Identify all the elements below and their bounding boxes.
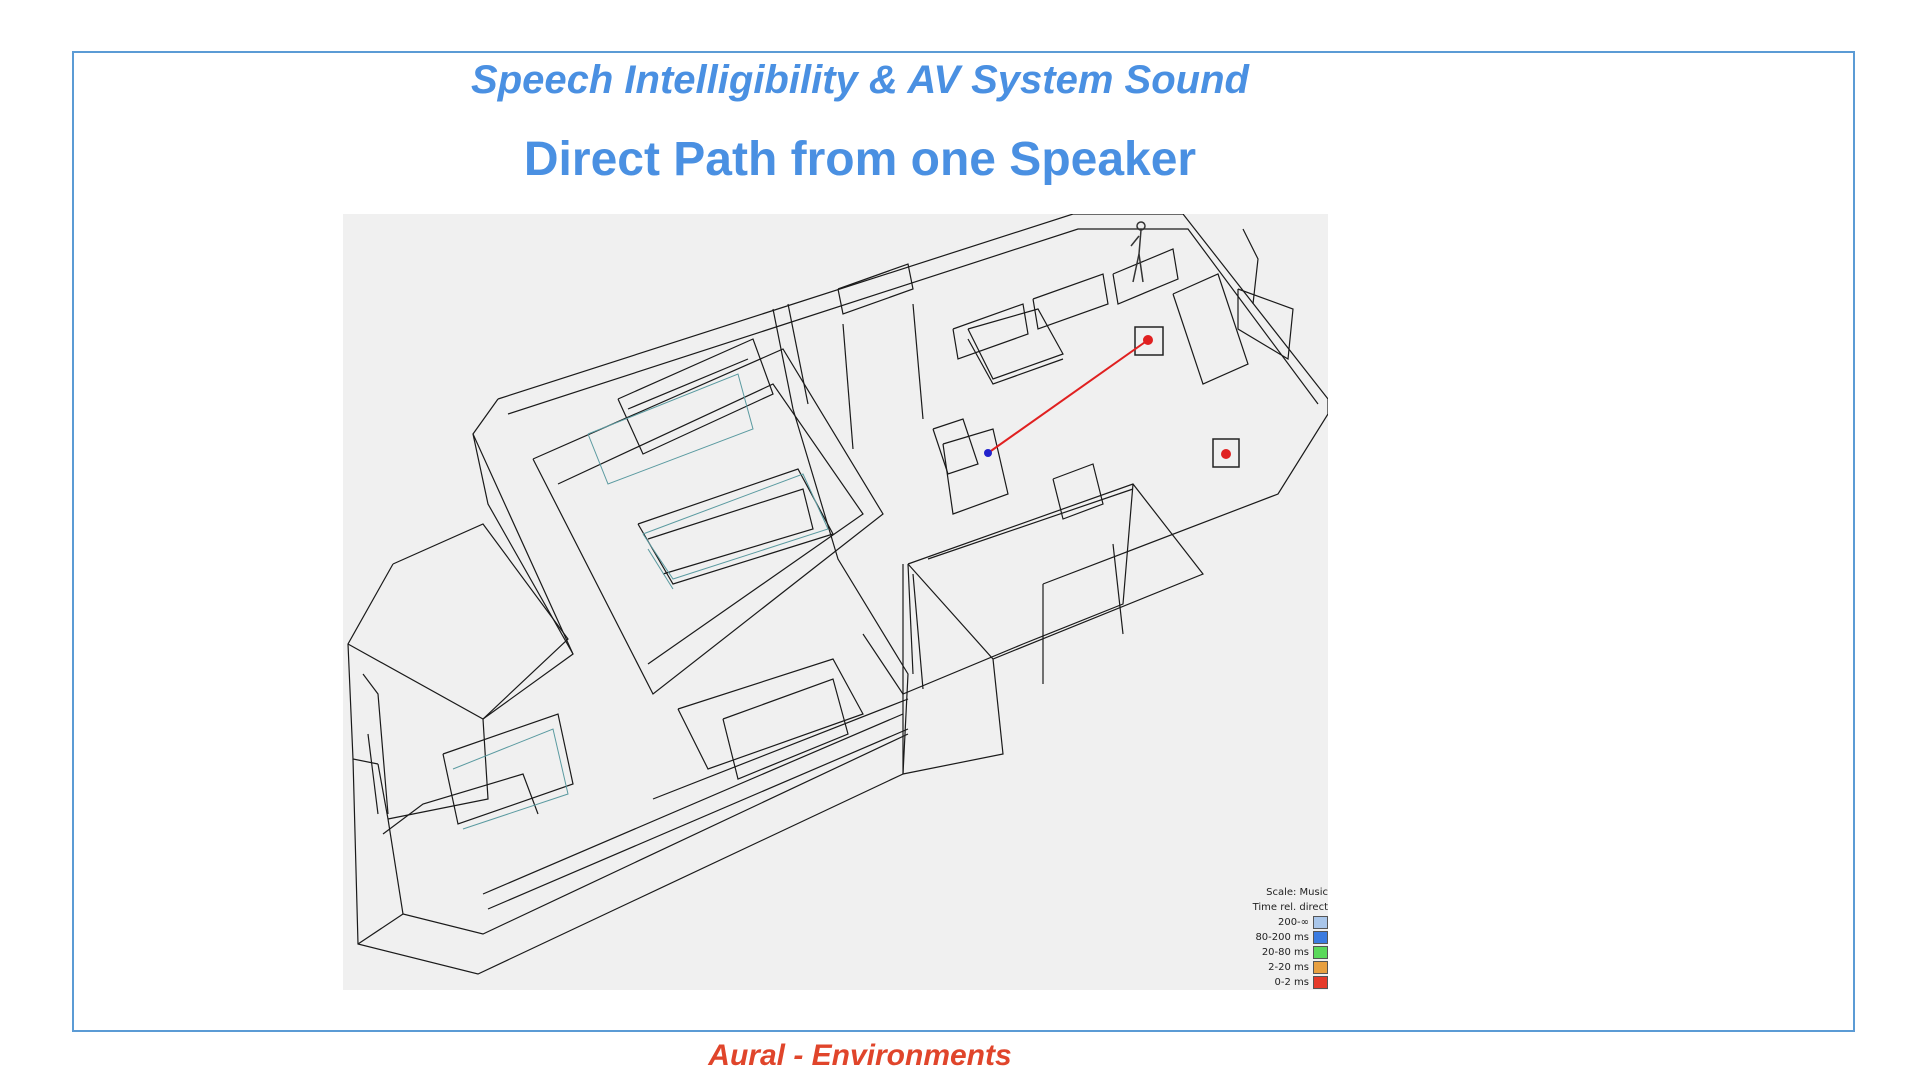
legend-row: 20-80 ms [1253,945,1328,960]
speaker-box-1 [1134,326,1164,356]
legend-label: 2-20 ms [1268,962,1309,973]
room-model-view: Scale: Music Time rel. direct 200-∞ 80-2… [343,214,1328,990]
legend-label: 0-2 ms [1274,977,1309,988]
legend-swatch [1313,961,1328,974]
legend-label: 200-∞ [1277,917,1309,928]
legend-label: 20-80 ms [1261,947,1309,958]
time-legend: Scale: Music Time rel. direct 200-∞ 80-2… [1253,885,1328,990]
speaker-box-2 [1212,438,1240,468]
direct-path-ray [987,339,1149,454]
legend-row: 200-∞ [1253,915,1328,930]
speaker-icon-2 [1221,449,1231,459]
legend-swatch [1313,931,1328,944]
speaker-boxes [1134,326,1240,468]
room-wireframe [347,214,1328,975]
legend-swatch [1313,916,1328,929]
legend-caption: Time rel. direct [1252,902,1328,913]
person-figure-icon [1130,221,1146,283]
legend-label: 80-200 ms [1255,932,1309,943]
legend-scale: Scale: Music [1266,887,1328,898]
legend-row: 2-20 ms [1253,960,1328,975]
legend-row: 80-200 ms [1253,930,1328,945]
legend-swatch [1313,976,1328,989]
slide-subtitle: Speech Intelligibility & AV System Sound [471,58,1249,102]
furniture-outlines [452,373,829,830]
wireframe-walls [347,214,1328,975]
legend-row: 0-2 ms [1253,975,1328,990]
legend-swatch [1313,946,1328,959]
slide-footer: Aural - Environments [708,1039,1012,1072]
receiver-icon [984,449,992,457]
slide-frame [72,51,1855,1032]
slide-title: Direct Path from one Speaker [523,133,1197,186]
